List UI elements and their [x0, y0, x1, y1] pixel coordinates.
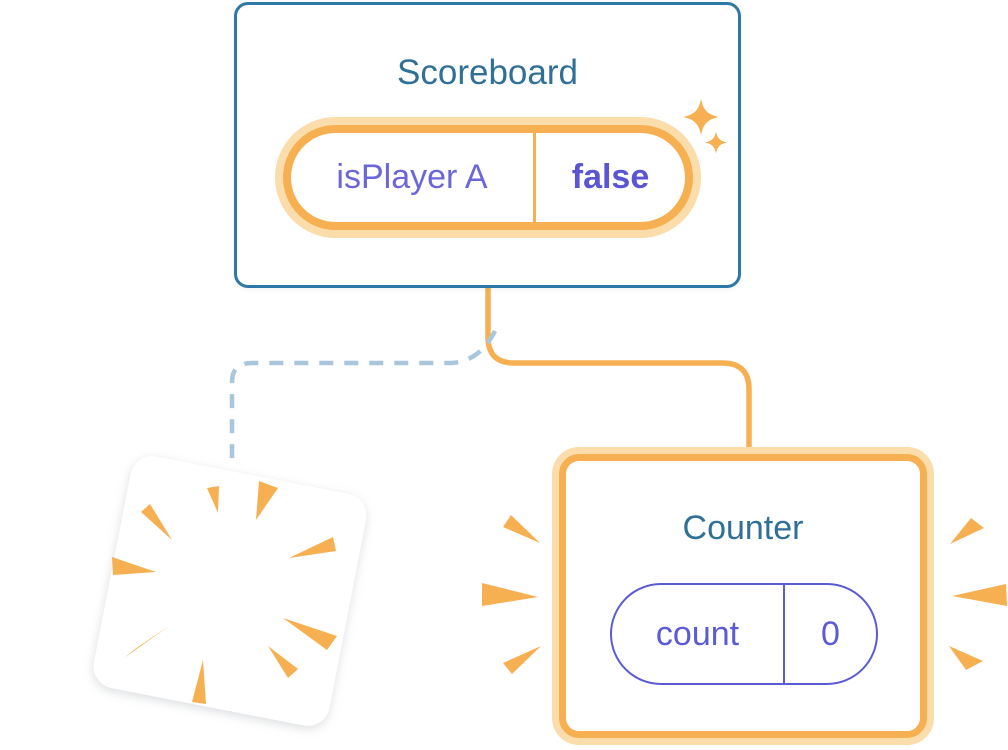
counter-state-pill: count 0	[610, 583, 878, 685]
poof-burst-icon	[112, 481, 337, 704]
connector-scoreboard-to-counter	[485, 288, 752, 458]
counter-state-value: 0	[821, 614, 840, 653]
counter-title: Counter	[682, 509, 804, 547]
removed-component-card	[93, 456, 367, 726]
counter-state-label: count	[655, 614, 740, 653]
pill-divider	[783, 585, 785, 683]
scoreboard-state-value: false	[571, 158, 650, 196]
pill-divider	[533, 133, 536, 222]
scoreboard-title: Scoreboard	[397, 53, 578, 92]
scoreboard-card: Scoreboard isPlayer A false	[234, 2, 741, 288]
counter-card: Counter count 0	[559, 454, 927, 738]
connector-scoreboard-to-removed	[229, 329, 498, 462]
scoreboard-state-pill: isPlayer A false	[283, 125, 693, 230]
scoreboard-state-label: isPlayer A	[336, 158, 488, 196]
